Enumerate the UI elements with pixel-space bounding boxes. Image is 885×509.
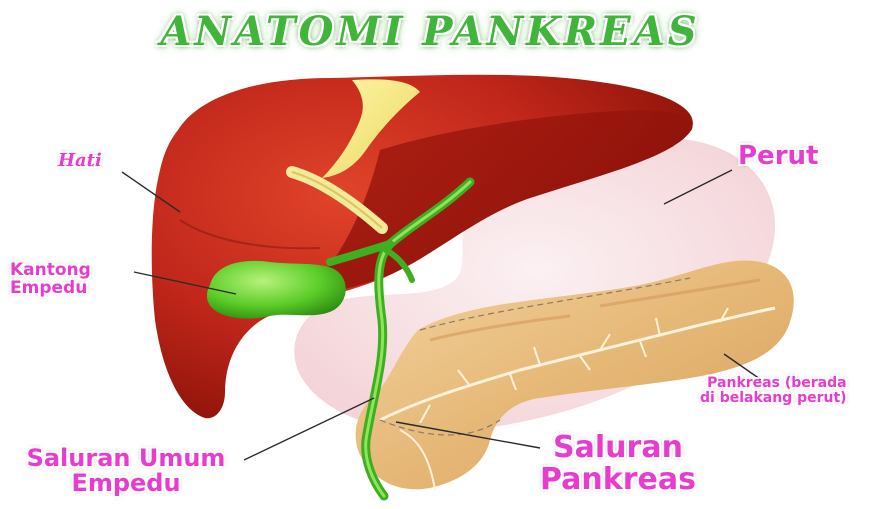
label-saluran-line1: Saluran [538, 432, 698, 464]
label-kantong-line2: Empedu [10, 280, 91, 298]
label-pankreas: Pankreas (berada di belakang perut) [700, 376, 847, 405]
label-perut: Perut [738, 143, 818, 170]
label-pankreas-line2: di belakang perut) [700, 391, 847, 406]
label-kantong-empedu: Kantong Empedu [10, 262, 91, 298]
label-hati-text: Hati [58, 150, 102, 171]
label-saluran-umum-empedu: Saluran Umum Empedu [10, 446, 242, 496]
label-saluran-pankreas: Saluran Pankreas [538, 432, 698, 495]
diagram-title: ANATOMI PANKREAS [150, 8, 710, 55]
label-umum-line2: Empedu [10, 471, 242, 496]
label-umum-line1: Saluran Umum [10, 446, 242, 471]
leader-line-umum [244, 398, 374, 460]
label-hati: Hati [58, 152, 102, 171]
label-saluran-line2: Pankreas [538, 464, 698, 496]
label-perut-text: Perut [738, 141, 818, 171]
label-pankreas-line1: Pankreas (berada [700, 376, 847, 391]
